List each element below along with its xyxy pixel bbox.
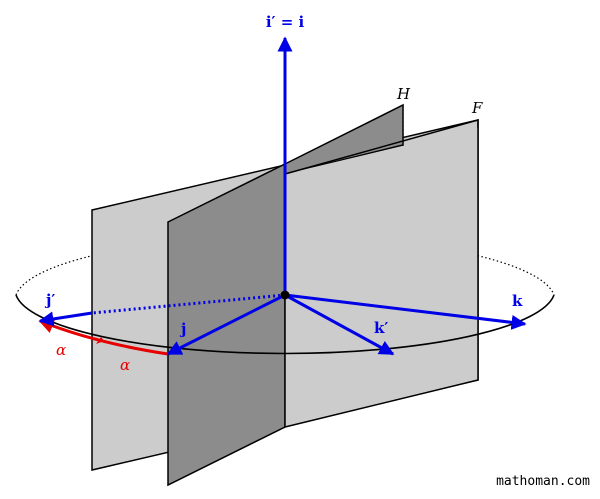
label-k: k: [512, 292, 523, 310]
rotation-arc-arrowhead-mid: [96, 337, 104, 344]
watermark-text: mathoman.com: [496, 474, 590, 489]
label-j: j: [179, 320, 186, 338]
origin-point: [280, 290, 290, 300]
label-plane-h: H: [396, 85, 411, 103]
vector-k-prime: [284, 293, 395, 356]
vector-k: [284, 293, 527, 330]
ellipse-back-half: [15, 235, 555, 296]
vector-j: [166, 293, 286, 356]
label-alpha-inner: α: [120, 356, 130, 374]
vector-j-prime: [38, 311, 93, 327]
label-j-prime: j′: [44, 291, 55, 309]
vector-j-prime-hidden: [91, 293, 286, 315]
label-i-axis: i′ = i: [266, 13, 305, 31]
plane-f-right-edge: [284, 119, 479, 428]
plane-f-front-right: [285, 128, 478, 427]
label-alpha-outer: α: [56, 341, 66, 359]
label-k-prime: k′: [374, 319, 388, 337]
label-plane-f: F: [471, 99, 483, 117]
